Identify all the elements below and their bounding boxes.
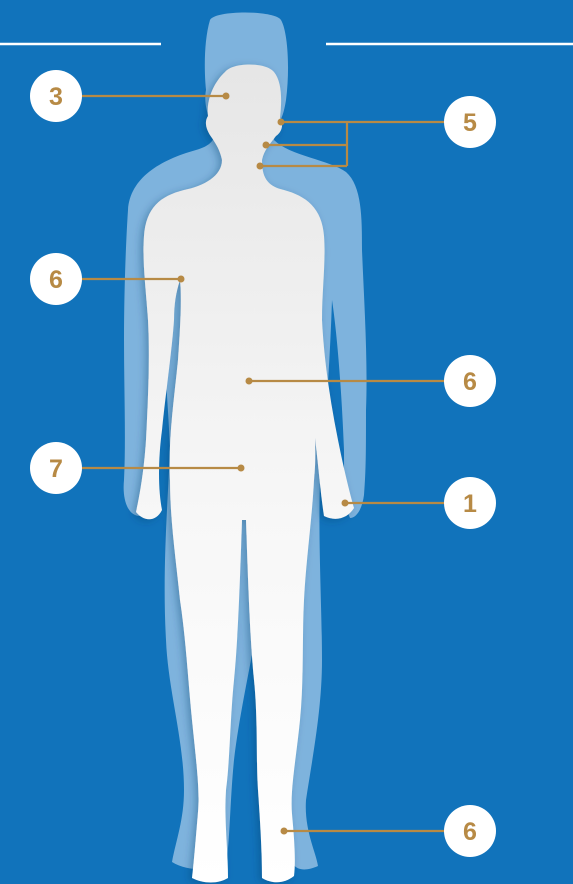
badge-label: 6 bbox=[463, 818, 477, 846]
dot-face-1 bbox=[278, 119, 285, 126]
badge-3: 3 bbox=[30, 70, 82, 122]
badge-label: 6 bbox=[463, 368, 477, 396]
badge-label: 5 bbox=[463, 109, 477, 137]
dot-armpit bbox=[178, 276, 185, 283]
badge-7: 7 bbox=[30, 442, 82, 494]
badge-label: 3 bbox=[49, 83, 63, 111]
dot-neck bbox=[257, 163, 264, 170]
dot-abdomen bbox=[246, 378, 253, 385]
badge-6-left: 6 bbox=[30, 253, 82, 305]
badge-1: 1 bbox=[444, 477, 496, 529]
dot-hand bbox=[342, 500, 349, 507]
dot-groin bbox=[238, 465, 245, 472]
badge-label: 7 bbox=[49, 455, 63, 483]
badge-label: 6 bbox=[49, 266, 63, 294]
dot-foot bbox=[281, 828, 288, 835]
badge-6-mid: 6 bbox=[444, 355, 496, 407]
badge-label: 1 bbox=[463, 490, 477, 518]
dot-face-2 bbox=[263, 142, 270, 149]
badge-5: 5 bbox=[444, 96, 496, 148]
badge-6-bottom: 6 bbox=[444, 805, 496, 857]
dot-head bbox=[223, 93, 230, 100]
